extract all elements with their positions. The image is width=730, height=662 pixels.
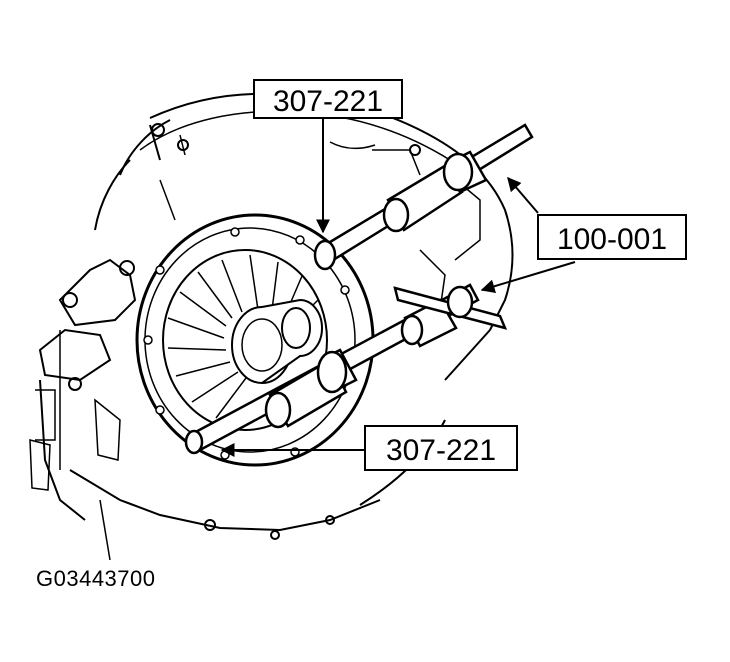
t-handle <box>393 285 508 330</box>
callout-handle-tool-label: 100-001 <box>557 223 667 256</box>
upper-tool-shaft <box>313 123 534 271</box>
input-shaft-hub <box>231 298 323 384</box>
callout-handle-tool: 100-001 <box>537 214 687 260</box>
callout-top-tool-label: 307-221 <box>273 85 383 118</box>
callout-bottom-tool-label: 307-221 <box>386 434 496 467</box>
transmission-housing <box>29 92 514 561</box>
callout-bottom-tool: 307-221 <box>364 425 518 471</box>
callout-top-tool: 307-221 <box>253 79 403 119</box>
figure-id: G03443700 <box>36 566 156 591</box>
leader-lines <box>220 118 576 457</box>
